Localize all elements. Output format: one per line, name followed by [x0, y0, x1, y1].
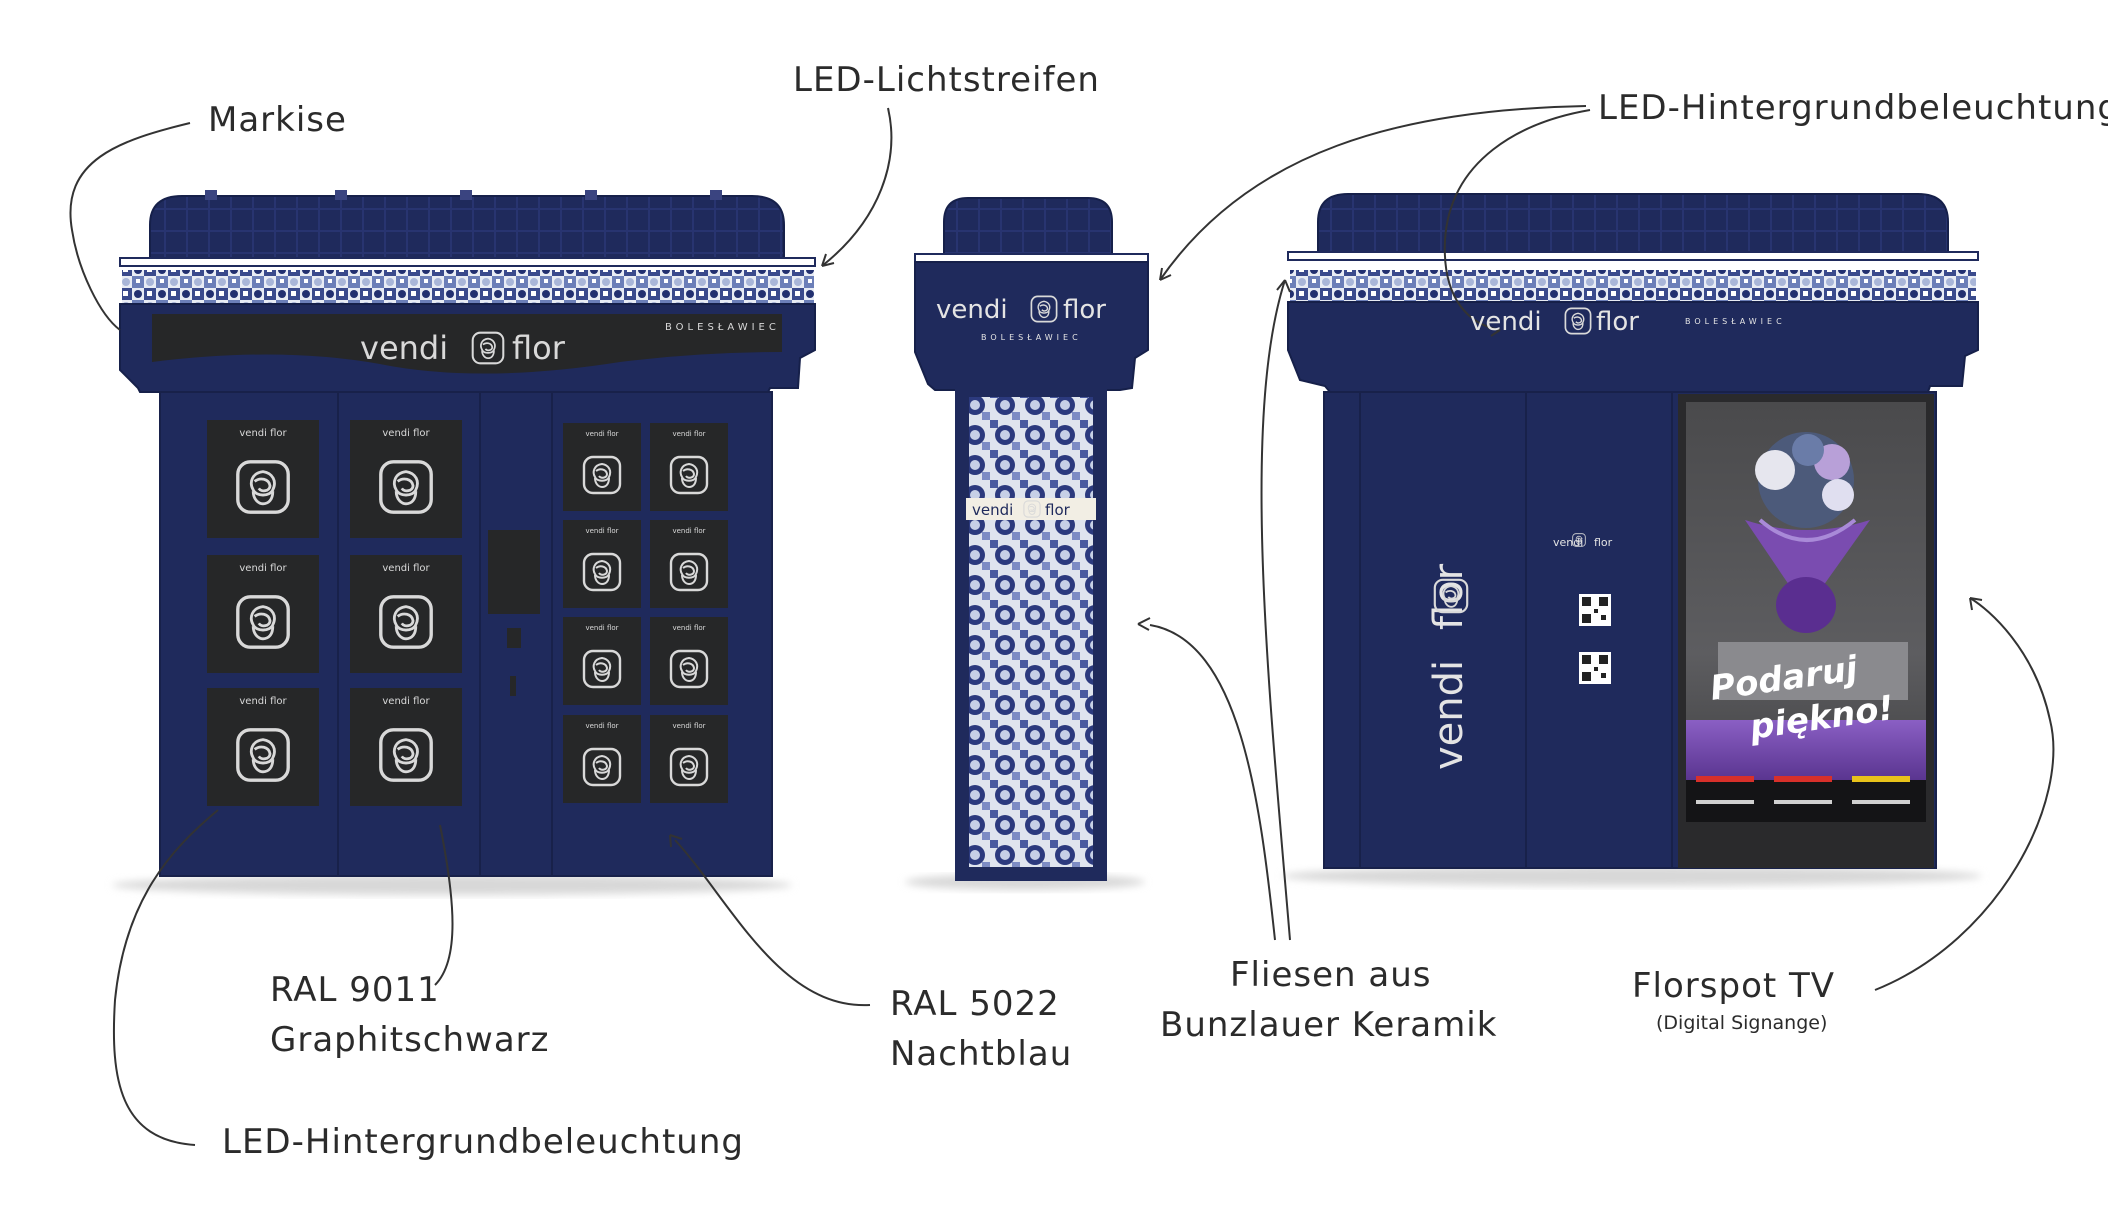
locker-brand-label: vendi flor: [672, 527, 705, 535]
sign-city: BOLESŁAWIEC: [665, 322, 780, 333]
screen-kiosk-brand-right: flor: [1596, 307, 1639, 337]
label-led-strip: LED-Lichtstreifen: [793, 60, 1100, 100]
leader-led-backlight-top-2: [1443, 109, 1591, 331]
locker-brand-label: vendi flor: [239, 428, 287, 439]
locker-grid-large: vendi flor vendi flor vendi flor vendi flor…: [207, 420, 462, 806]
side-tile-column: [955, 383, 1107, 881]
annotation-leaders: [69, 105, 2055, 1146]
qr-code-2: [1579, 652, 1611, 684]
panel-brand-right: flor: [1594, 536, 1613, 549]
locker-brand-label: vendi flor: [382, 696, 430, 707]
locker-door-large: vendi flor: [207, 420, 319, 538]
locker-grid-small: vendi flor vendi flor vendi flor vendi flor…: [563, 423, 728, 803]
label-led-backlight-bottom: LED-Hintergrundbeleuchtung: [222, 1122, 744, 1162]
locker-door-small: vendi flor: [563, 617, 641, 705]
brand-texts: vendi flor BOLESŁAWIEC vendi flor BOLESŁ…: [360, 295, 1896, 770]
locker-door-large: vendi flor: [207, 555, 319, 673]
locker-door-small: vendi flor: [650, 520, 728, 608]
kiosk-front-screen: [1282, 193, 1982, 886]
leader-tiles-1: [1149, 624, 1276, 941]
florspot-tv-screen: [1678, 394, 1934, 868]
screen-kiosk-city: BOLESŁAWIEC: [1685, 317, 1786, 326]
sign-brand-right: flor: [512, 329, 566, 367]
sign-brand-left: vendi: [360, 329, 448, 367]
label-markise: Markise: [208, 100, 347, 140]
locker-door-large: vendi flor: [350, 555, 462, 673]
side-plate-brand-left: vendi: [972, 501, 1013, 519]
leader-tiles-2: [1260, 279, 1291, 941]
side-logo-plate: [966, 498, 1096, 520]
locker-door-small: vendi flor: [650, 617, 728, 705]
panel-brand-left: vendi: [1553, 536, 1583, 549]
leader-tv: [1874, 597, 2055, 991]
locker-brand-label: vendi flor: [585, 527, 618, 535]
locker-brand-label: vendi flor: [672, 430, 705, 438]
side-awning: [943, 197, 1113, 259]
locker-brand-label: vendi flor: [239, 696, 287, 707]
locker-door-small: vendi flor: [563, 715, 641, 803]
kiosk-front-lockers: vendi flor vendi flor vendi flor vendi flor…: [112, 190, 816, 895]
leader-ral9011-1: [434, 824, 454, 986]
locker-door-small: vendi flor: [563, 520, 641, 608]
label-ral9011-line2: Graphitschwarz: [270, 1020, 550, 1060]
led-light-strip: [119, 257, 816, 267]
locker-door-small: vendi flor: [650, 423, 728, 511]
payment-screen: [488, 530, 540, 614]
side-brand-left: vendi: [936, 295, 1008, 325]
locker-brand-label: vendi flor: [672, 624, 705, 632]
side-city: BOLESŁAWIEC: [981, 333, 1082, 342]
label-tiles-line2: Bunzlauer Keramik: [1160, 1005, 1498, 1045]
locker-brand-label: vendi flor: [239, 563, 287, 574]
ceramic-tile-band: [122, 270, 814, 304]
label-tv-line2: (Digital Signange): [1656, 1012, 1828, 1034]
label-ral9011-line1: RAL 9011: [270, 970, 440, 1010]
label-ral5022-line2: Nachtblau: [890, 1034, 1073, 1074]
locker-door-small: vendi flor: [650, 715, 728, 803]
label-tiles-line1: Fliesen aus: [1230, 955, 1432, 995]
locker-brand-label: vendi flor: [382, 428, 430, 439]
locker-door-large: vendi flor: [350, 688, 462, 806]
awning: [149, 195, 785, 263]
locker-brand-label: vendi flor: [585, 430, 618, 438]
leader-led-backlight-bottom: [112, 809, 219, 1146]
label-led-backlight-top: LED-Hintergrundbeleuchtung: [1598, 88, 2108, 128]
kiosk-side: [905, 197, 1149, 890]
side-brand-right: flor: [1063, 295, 1106, 325]
locker-brand-label: vendi flor: [672, 722, 705, 730]
locker-door-small: vendi flor: [563, 423, 641, 511]
screen-kiosk-awning: [1317, 193, 1949, 259]
label-tv-line1: Florspot TV: [1632, 966, 1836, 1006]
leader-ral5022: [674, 839, 871, 1007]
locker-door-large: vendi flor: [350, 420, 462, 538]
side-plate-brand-right: flor: [1045, 501, 1071, 519]
locker-door-large: vendi flor: [207, 688, 319, 806]
label-ral5022-line1: RAL 5022: [890, 984, 1060, 1024]
leader-markise: [69, 122, 191, 331]
sign-board: [152, 314, 782, 374]
locker-brand-label: vendi flor: [382, 563, 430, 574]
vertical-brand-left: vendi: [1426, 660, 1472, 770]
locker-brand-label: vendi flor: [585, 722, 618, 730]
leader-led-backlight-top-1: [1159, 105, 1587, 281]
screen-kiosk-brand-left: vendi: [1470, 307, 1542, 337]
leader-led-strip: [821, 107, 893, 267]
qr-code-1: [1579, 594, 1611, 626]
locker-brand-label: vendi flor: [585, 624, 618, 632]
